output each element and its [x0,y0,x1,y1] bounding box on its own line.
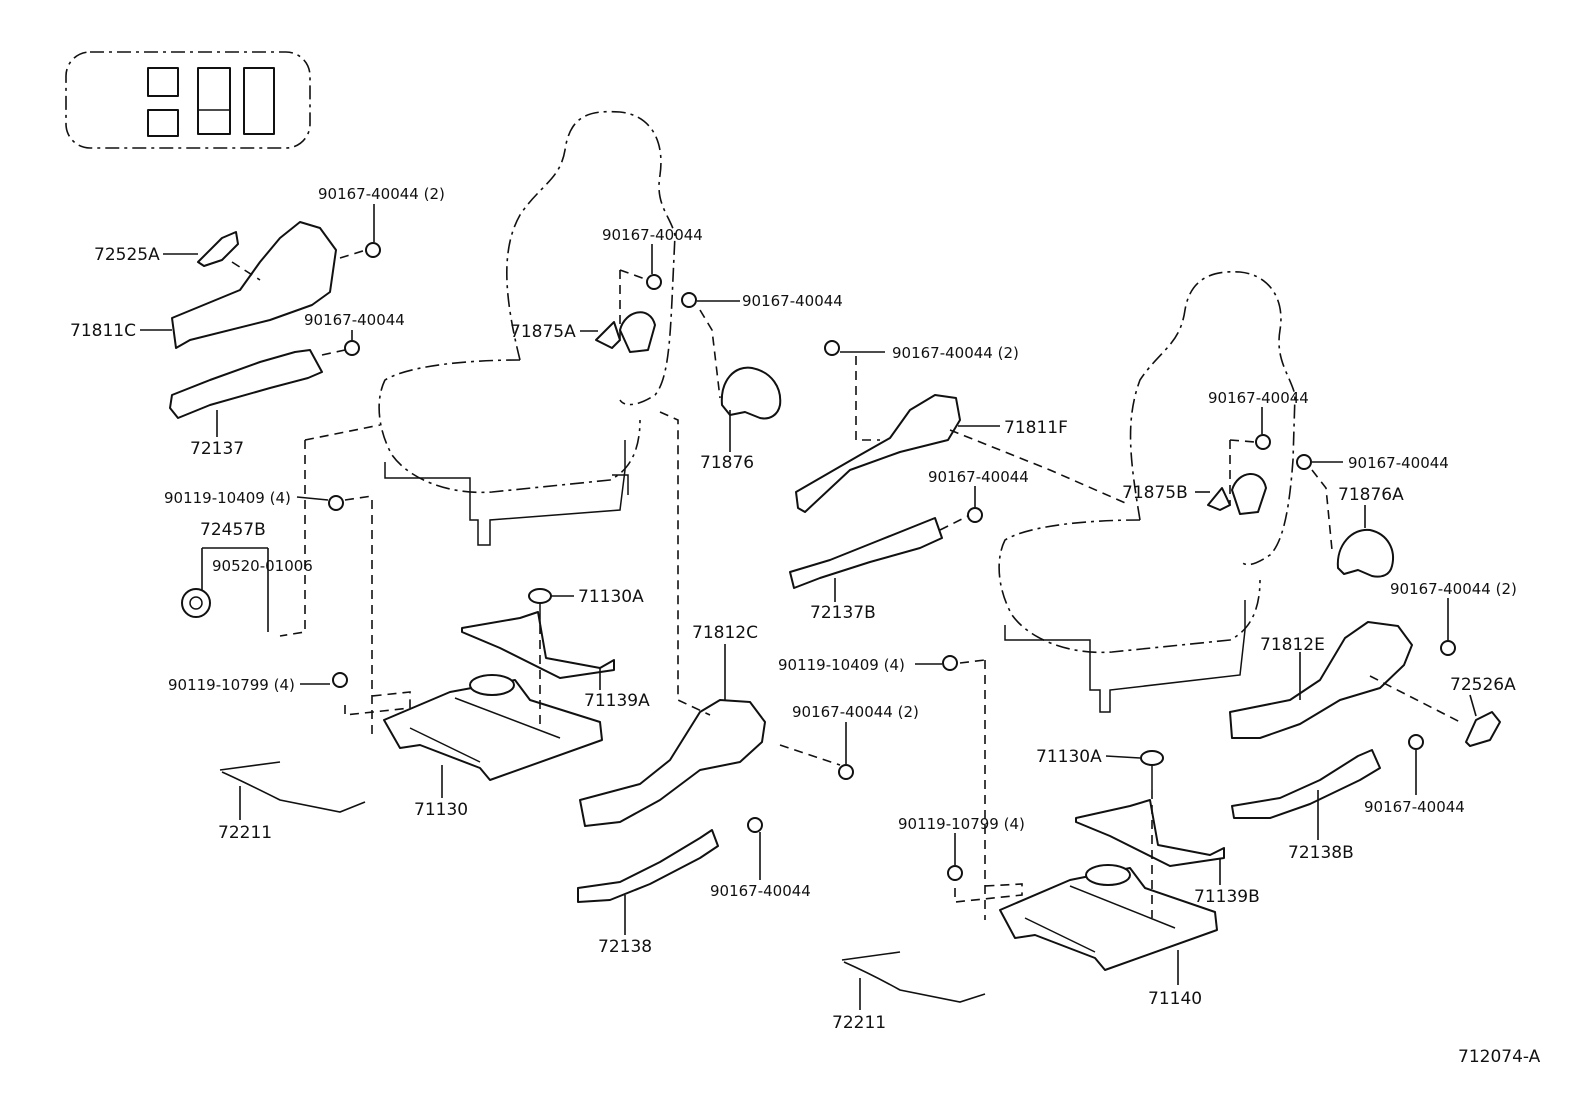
label-72457B: 72457B [200,520,266,540]
bolt-90167-40044-f [1255,434,1271,450]
part-71139B [1075,799,1225,867]
label-90167-40044-a: 90167-40044 [304,311,405,329]
bolt-90167-40044-c [681,292,697,308]
bolt-90167-40044-2-a [365,242,381,258]
label-90167-40044-2-a: 90167-40044 (2) [318,185,445,203]
label-90119-10409-4-b: 90119-10409 (4) [778,656,905,674]
label-72137: 72137 [190,439,244,459]
right-seat-parts [789,340,1501,1003]
bolt-90167-40044-2-b [838,764,854,780]
label-71140: 71140 [1148,989,1202,1009]
label-72138B: 72138B [1288,843,1354,863]
leader-lines [140,204,1477,1010]
part-72137 [169,349,323,419]
label-71812C: 71812C [692,623,758,643]
label-71876: 71876 [700,453,754,473]
label-71139B: 71139B [1194,887,1260,907]
seat-layout-inset [65,51,311,149]
part-71811C [171,221,337,349]
label-71139A: 71139A [584,691,650,711]
label-71875B: 71875B [1122,483,1188,503]
label-90167-40044-2-d: 90167-40044 (2) [1390,580,1517,598]
figure-code: 712074-A [1458,1047,1541,1067]
part-71130A-a [528,588,552,604]
label-71875A: 71875A [510,322,576,342]
bolt-90119-10409-4-a [328,495,344,511]
bolt-90167-40044-g [1296,454,1312,470]
left-seat-parts [169,221,854,903]
label-90520-01006: 90520-01006 [212,557,313,575]
part-72138 [577,829,719,903]
label-71130A-a: 71130A [578,587,644,607]
bolt-90167-40044-2-d [1440,640,1456,656]
bolt-90167-40044-b [646,274,662,290]
part-71876 [720,366,782,420]
part-71875B-bracket [1231,473,1267,515]
part-72211-a [219,761,366,813]
part-72525A [197,231,239,267]
label-90167-40044-g: 90167-40044 [1348,454,1449,472]
part-71875B [1207,487,1231,511]
label-90119-10799-4-a: 90119-10799 (4) [168,676,295,694]
part-72138B [1231,749,1381,819]
label-90167-40044-b: 90167-40044 [602,226,703,244]
part-72211-b [841,951,986,1003]
label-72137B: 72137B [810,603,876,623]
bolt-90167-40044-h [1408,734,1424,750]
label-72526A: 72526A [1450,675,1516,695]
label-71130A-b: 71130A [1036,747,1102,767]
part-71130A-b [1140,750,1164,766]
part-labels: 72525A 90167-40044 (2) 71811C 90167-4004… [70,185,1541,1067]
bolt-90167-40044-a [344,340,360,356]
bolt-90119-10409-4-b [942,655,958,671]
part-72457B [181,588,211,618]
part-71875A-bracket [619,311,656,353]
part-71139A [461,611,615,679]
part-71811F [795,394,961,513]
part-72526A [1465,711,1501,747]
label-72525A: 72525A [94,245,160,265]
part-71812C [579,699,766,827]
label-90167-40044-h: 90167-40044 [1364,798,1465,816]
bolt-90119-10799-4-b [947,865,963,881]
assembly-lines [231,249,1461,920]
label-71130: 71130 [414,800,468,820]
right-seat-outline [998,270,1296,713]
label-72211-b: 72211 [832,1013,886,1033]
bolt-90167-40044-2-c [824,340,840,356]
label-90167-40044-d: 90167-40044 [710,882,811,900]
part-71812E [1229,621,1413,739]
label-90119-10799-4-b: 90119-10799 (4) [898,815,1025,833]
part-71876A [1336,528,1394,578]
label-72211-a: 72211 [218,823,272,843]
left-seat-outline [378,110,676,546]
label-72138: 72138 [598,937,652,957]
bolt-90167-40044-d [747,817,763,833]
label-90167-40044-c: 90167-40044 [742,292,843,310]
label-90119-10409-4-a: 90119-10409 (4) [164,489,291,507]
label-71811C: 71811C [70,321,136,341]
label-90167-40044-f: 90167-40044 [1208,389,1309,407]
label-71811F: 71811F [1004,418,1068,438]
label-71876A: 71876A [1338,485,1404,505]
bolt-90119-10799-4-a [332,672,348,688]
label-90167-40044-2-c: 90167-40044 (2) [892,344,1019,362]
label-90167-40044-e: 90167-40044 [928,468,1029,486]
label-90167-40044-2-b: 90167-40044 (2) [792,703,919,721]
label-71812E: 71812E [1260,635,1325,655]
part-71875A [595,321,621,349]
bolt-90167-40044-e [967,507,983,523]
part-72137B [789,517,943,589]
